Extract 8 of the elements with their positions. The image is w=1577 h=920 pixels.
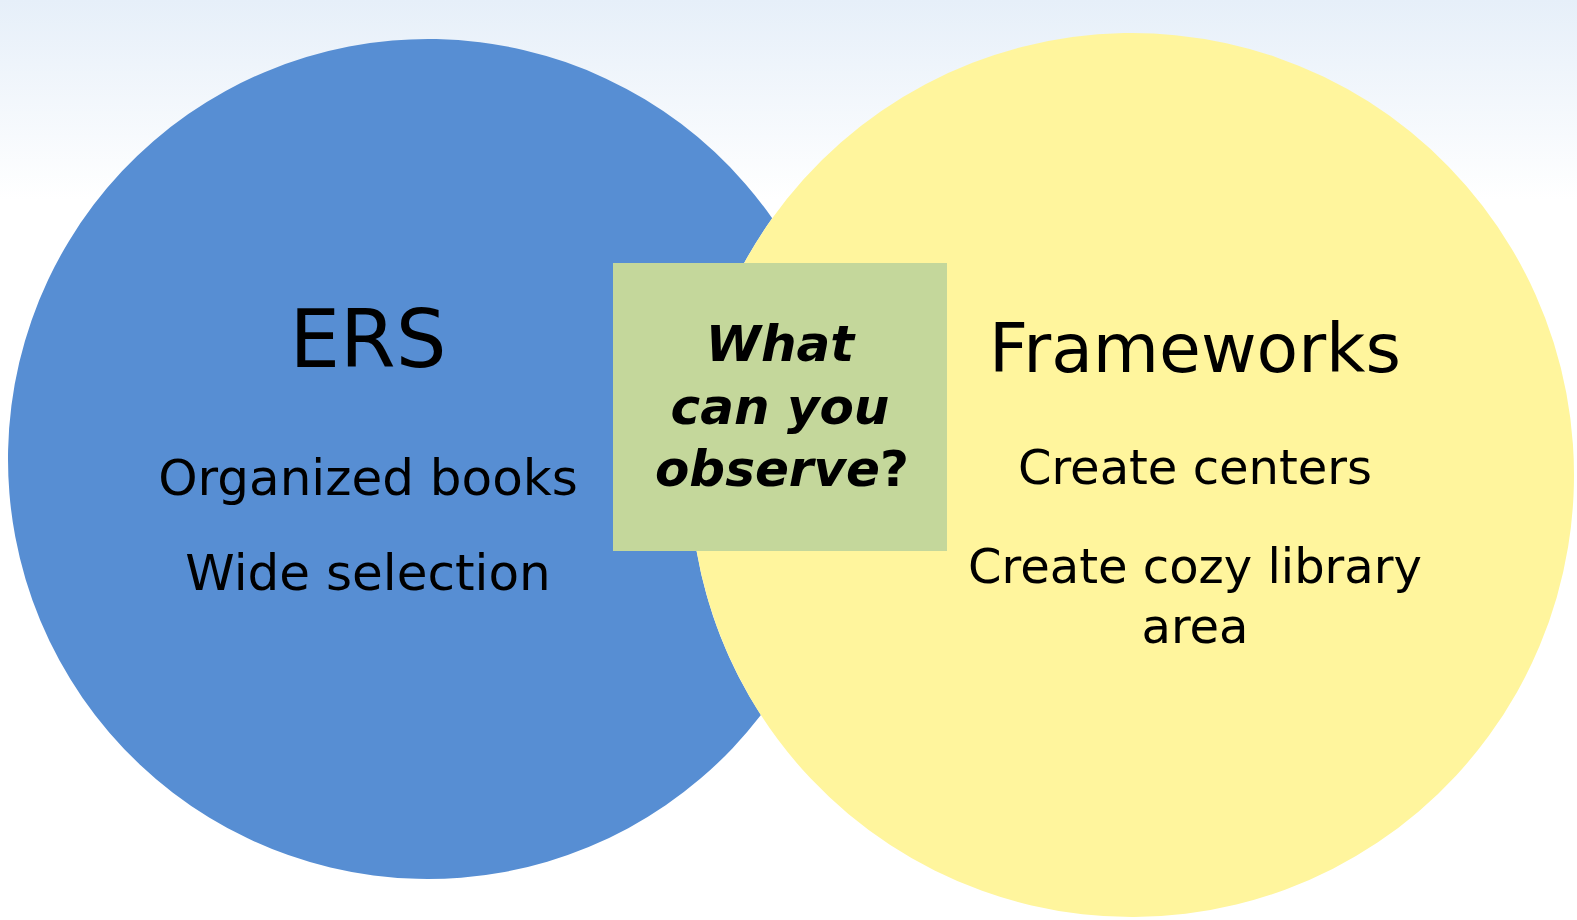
question-box [613, 263, 947, 551]
circle-item: Create cozy library area [967, 537, 1423, 656]
question-text: What can you observe? [655, 314, 905, 500]
circle-item: Wide selection [184, 542, 552, 604]
circle-title: ERS [288, 292, 448, 388]
circle-item: Organized books [157, 447, 579, 509]
circle-title: Frameworks [988, 307, 1402, 390]
circle-item: Create centers [1016, 438, 1374, 497]
